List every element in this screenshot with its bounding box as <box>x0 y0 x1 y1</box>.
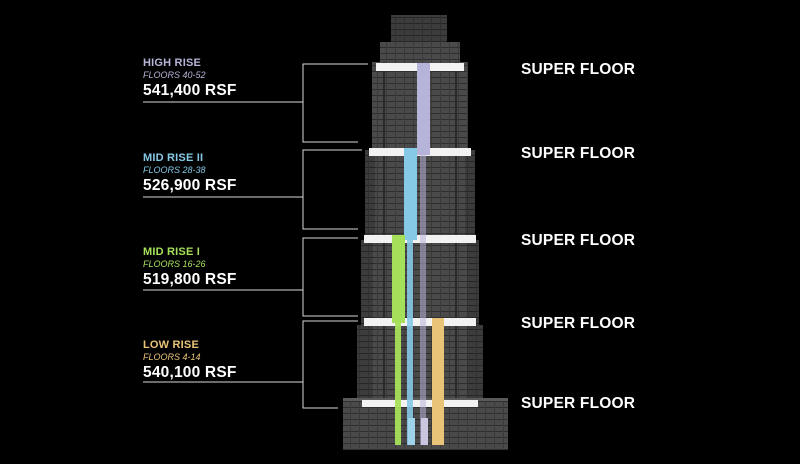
shaft-mid-rise-i <box>392 235 405 323</box>
super-floor-label: SUPER FLOOR <box>521 145 636 162</box>
shaft-high-rise <box>417 63 430 155</box>
zone-floors: FLOORS 4-14 <box>143 352 201 362</box>
super-floor-label: SUPER FLOOR <box>521 395 636 412</box>
elevator-shafts <box>392 63 444 445</box>
zone-rsf: 540,100 RSF <box>143 364 237 381</box>
tower-crown <box>380 15 460 62</box>
super-floor-label: SUPER FLOOR <box>521 315 636 332</box>
zone-floors: FLOORS 40-52 <box>143 70 206 80</box>
zone-mid-rise-ii: MID RISE II FLOORS 28-38 526,900 RSF <box>143 152 237 195</box>
super-floor-label: SUPER FLOOR <box>521 61 636 78</box>
super-floor-label: SUPER FLOOR <box>521 232 636 249</box>
shaft-low-rise <box>432 318 444 445</box>
zone-floors: FLOORS 16-26 <box>143 259 206 269</box>
zone-brackets <box>143 63 368 409</box>
zone-name: LOW RISE <box>143 339 199 351</box>
zone-rsf: 519,800 RSF <box>143 271 237 288</box>
zone-rsf: 526,900 RSF <box>143 177 237 194</box>
zone-name: MID RISE II <box>143 152 204 164</box>
zone-name: MID RISE I <box>143 246 201 258</box>
zone-mid-rise-i: MID RISE I FLOORS 16-26 519,800 RSF <box>143 246 237 289</box>
zone-high-rise: HIGH RISE FLOORS 40-52 541,400 RSF <box>143 57 237 100</box>
zone-floors: FLOORS 28-38 <box>143 165 206 175</box>
zone-rsf: 541,400 RSF <box>143 82 237 99</box>
zone-name: HIGH RISE <box>143 57 202 69</box>
zone-low-rise: LOW RISE FLOORS 4-14 540,100 RSF <box>143 339 237 382</box>
shaft-mid-rise-ii <box>404 148 417 240</box>
